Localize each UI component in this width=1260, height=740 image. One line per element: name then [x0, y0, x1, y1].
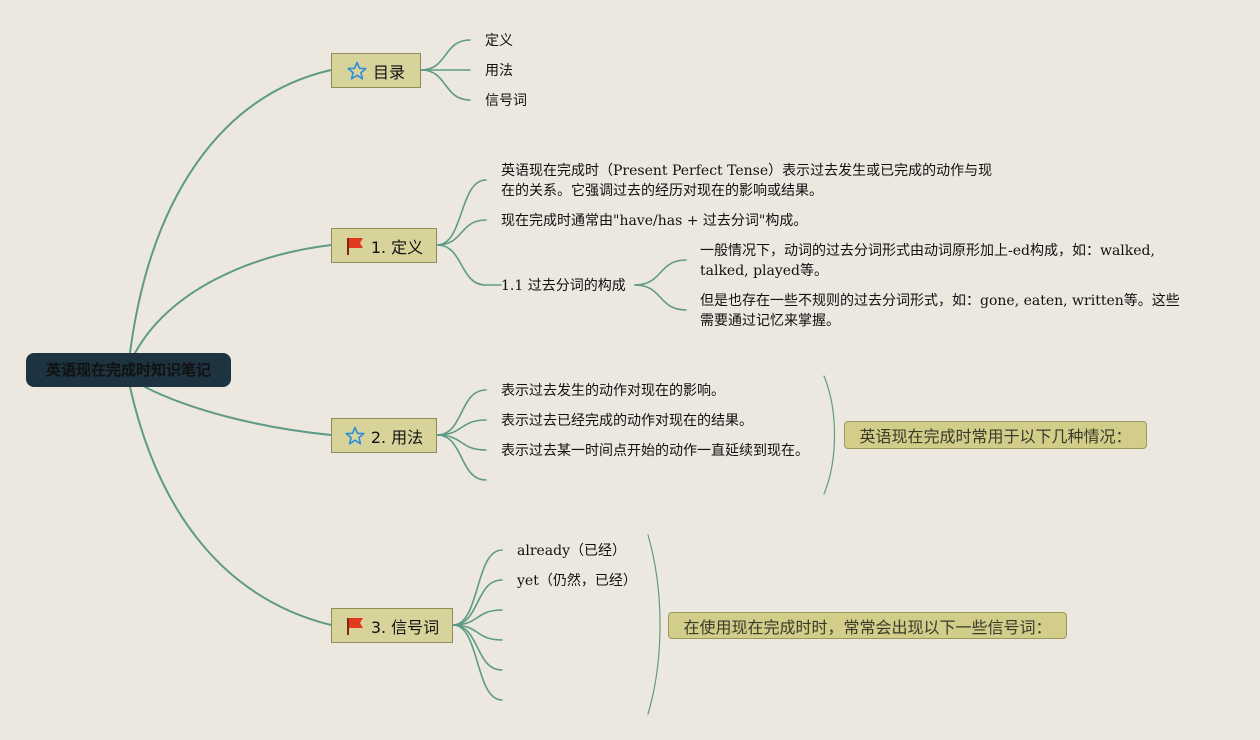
toc-item-signal[interactable]: 信号词 — [485, 93, 527, 109]
definition-item-meaning[interactable]: 英语现在完成时（Present Perfect Tense）表示过去发生或已完成… — [501, 163, 993, 199]
edge-usage-3 — [436, 434, 487, 481]
usage-summary[interactable]: 英语现在完成时常用于以下几种情况： — [844, 421, 1147, 449]
participle-item-irregular[interactable]: 但是也存在一些不规则的过去分词形式，如：gone, eaten, written… — [700, 293, 1180, 329]
flag-icon — [345, 616, 365, 636]
edge-participle-0 — [634, 259, 687, 286]
branch-definition-label: 1. 定义 — [370, 237, 424, 257]
signal-summary[interactable]: 在使用现在完成时时，常常会出现以下一些信号词： — [668, 612, 1067, 639]
edge-signal-5 — [452, 624, 503, 701]
edge-definition-2 — [436, 244, 502, 286]
edge-root-signal — [129, 386, 332, 626]
star-icon — [345, 426, 365, 446]
bracket-usage — [823, 375, 836, 495]
edge-root-definition — [134, 244, 332, 354]
edge-definition-0 — [436, 179, 487, 246]
flag-icon — [345, 236, 365, 256]
edge-toc-0 — [420, 39, 471, 71]
usage-item-continuation[interactable]: 表示过去某一时间点开始的动作一直延续到现在。 — [501, 443, 809, 459]
toc-item-usage[interactable]: 用法 — [485, 63, 513, 79]
usage-item-result[interactable]: 表示过去已经完成的动作对现在的结果。 — [501, 413, 753, 429]
edge-root-toc — [129, 69, 332, 354]
branch-toc-label: 目录 — [372, 62, 405, 82]
branch-usage-label: 2. 用法 — [370, 427, 424, 447]
root-topic[interactable]: 英语现在完成时知识笔记 — [26, 353, 231, 387]
edge-toc-2 — [420, 69, 471, 101]
definition-subtopic-participle[interactable]: 1.1 过去分词的构成 — [501, 278, 626, 294]
branch-toc[interactable]: 目录 — [331, 53, 421, 88]
edge-signal-0 — [452, 549, 503, 626]
toc-item-definition[interactable]: 定义 — [485, 33, 513, 49]
edge-participle-1 — [634, 284, 687, 311]
usage-item-influence[interactable]: 表示过去发生的动作对现在的影响。 — [501, 383, 725, 399]
signal-item-already[interactable]: already（已经） — [517, 543, 627, 559]
bracket-signal — [647, 534, 661, 715]
branch-definition[interactable]: 1. 定义 — [331, 228, 437, 263]
signal-item-yet[interactable]: yet（仍然，已经） — [517, 573, 637, 589]
definition-item-structure[interactable]: 现在完成时通常由"have/has + 过去分词"构成。 — [501, 213, 808, 229]
edge-signal-1 — [452, 579, 503, 626]
edge-definition-1 — [436, 219, 487, 246]
participle-item-regular[interactable]: 一般情况下，动词的过去分词形式由动词原形加上-ed构成，如：walked, ta… — [700, 243, 1155, 279]
edge-root-usage — [144, 386, 332, 436]
star-icon — [347, 61, 367, 81]
edge-usage-2 — [436, 434, 487, 451]
branch-usage[interactable]: 2. 用法 — [331, 418, 437, 453]
edge-usage-1 — [436, 419, 487, 436]
edge-usage-0 — [436, 389, 487, 436]
branch-signal-words[interactable]: 3. 信号词 — [331, 608, 453, 643]
branch-signal-label: 3. 信号词 — [370, 617, 440, 637]
